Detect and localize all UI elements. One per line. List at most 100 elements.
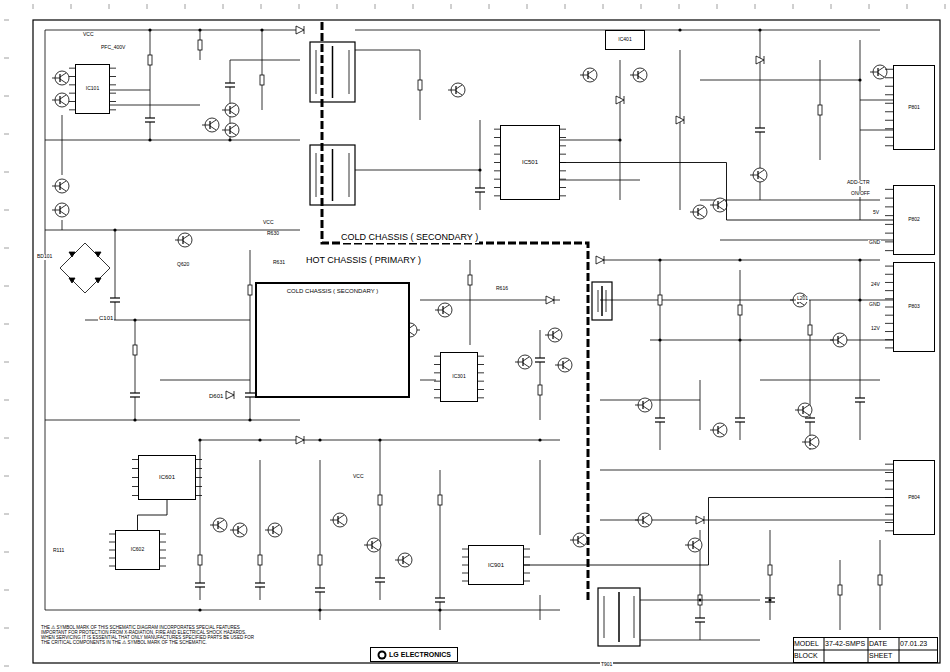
- ic-pin: [560, 195, 566, 196]
- diode-symbol: [756, 56, 764, 64]
- ic-pin: [110, 76, 116, 77]
- junction-dot: [198, 438, 201, 441]
- part-label: IC401: [618, 37, 631, 43]
- wire: [620, 60, 621, 200]
- wire: [262, 30, 263, 110]
- capacitor-symbol: [225, 83, 235, 87]
- wire: [45, 230, 300, 231]
- junction-dot: [248, 418, 251, 421]
- ic-pin: [560, 154, 566, 155]
- resistor-symbol: [838, 585, 842, 595]
- transistor-symbol: [750, 168, 767, 182]
- resistor-symbol: [378, 495, 382, 505]
- wire: [420, 300, 560, 301]
- ic-pin: [160, 558, 166, 559]
- label-anchor: Q620: [176, 252, 190, 270]
- connector-box: P804: [893, 460, 935, 535]
- wire: [150, 30, 151, 140]
- component-label: GND: [868, 240, 881, 246]
- junction-dot: [113, 228, 116, 231]
- title-cell: BLOCK: [794, 652, 818, 660]
- wire: [860, 130, 893, 131]
- capacitor-symbol: [735, 418, 745, 422]
- label-anchor: 12V: [870, 316, 881, 334]
- frame-tick: [261, 4, 262, 9]
- component-label: VCC: [262, 220, 275, 226]
- connector-pin: [885, 514, 893, 515]
- frame-tick: [945, 4, 946, 9]
- capacitor-symbol: [805, 418, 815, 422]
- frame-tick: [185, 4, 186, 9]
- component-label: R631: [272, 260, 286, 266]
- transistor-symbol: [795, 403, 812, 417]
- resistor-symbol: [148, 55, 152, 65]
- part-label: IC101: [86, 86, 99, 92]
- wire: [45, 140, 300, 141]
- component-label: 24V: [870, 282, 881, 288]
- transformer-symbol: [592, 282, 612, 320]
- frame-tick: [4, 628, 9, 629]
- frame-tick: [413, 4, 414, 9]
- transistor-symbol: [448, 83, 465, 97]
- junction-dot: [318, 608, 321, 611]
- component-label: VCC: [352, 474, 365, 480]
- ic-box: IC601: [138, 455, 196, 500]
- resistor-symbol: [698, 595, 702, 605]
- capacitor-symbol: [375, 578, 385, 582]
- part-label: P804: [908, 495, 920, 501]
- signal-wire: [560, 163, 893, 221]
- ic-pin: [478, 397, 484, 398]
- frame-tick: [223, 4, 224, 9]
- frame-tick: [4, 58, 9, 59]
- junction-dot: [228, 138, 231, 141]
- wire: [200, 440, 201, 600]
- component-label: L201: [796, 296, 809, 302]
- connector-pin: [885, 206, 893, 207]
- transistor-symbol: [52, 93, 69, 107]
- component-label: R111: [52, 548, 65, 554]
- transistor-symbol: [515, 355, 532, 369]
- ic-pin: [478, 356, 484, 357]
- capacitor-symbol: [110, 298, 120, 302]
- safety-note: THE ⚠ SYMBOL MARK OF THIS SCHEMATIC DIAG…: [40, 626, 255, 646]
- wire: [62, 220, 63, 230]
- wire: [230, 60, 231, 140]
- wire: [355, 170, 480, 171]
- wire: [560, 140, 620, 141]
- capacitor-symbol: [695, 618, 705, 622]
- ic-box: IC501: [500, 125, 560, 200]
- component-label: ON/OFF: [850, 191, 871, 197]
- frame-tick: [299, 4, 300, 9]
- wire: [560, 180, 640, 181]
- capacitor-symbol: [855, 398, 865, 402]
- wire: [230, 60, 300, 61]
- isolation-box: COLD CHASSIS ( SECONDARY ): [255, 282, 410, 398]
- component-label: Q620: [176, 262, 190, 268]
- connector-pin: [885, 323, 893, 324]
- frame-tick: [4, 552, 9, 553]
- connector-pin: [885, 522, 893, 523]
- ic-pin: [160, 550, 166, 551]
- schematic-drawing: [4, 4, 945, 666]
- diode-symbol: [296, 436, 304, 444]
- ic-pin: [560, 179, 566, 180]
- wire: [45, 420, 300, 421]
- junction-dot: [478, 168, 481, 171]
- connector-box: P801: [893, 65, 935, 150]
- connector-pin: [885, 233, 893, 234]
- resistor-symbol: [468, 275, 472, 285]
- frame-tick: [4, 20, 9, 21]
- junction-dot: [698, 598, 701, 601]
- wire: [680, 50, 681, 210]
- frame-tick: [4, 96, 9, 97]
- transistor-symbol: [222, 123, 239, 137]
- connector-pin: [885, 530, 893, 531]
- signal-wire: [524, 498, 893, 566]
- capacitor-symbol: [765, 598, 775, 602]
- connector-pin: [885, 69, 893, 70]
- transistor-symbol: [52, 179, 69, 193]
- connector-box: P803: [893, 262, 935, 352]
- connector-pin: [885, 505, 893, 506]
- wire: [320, 460, 321, 620]
- wire: [600, 470, 893, 471]
